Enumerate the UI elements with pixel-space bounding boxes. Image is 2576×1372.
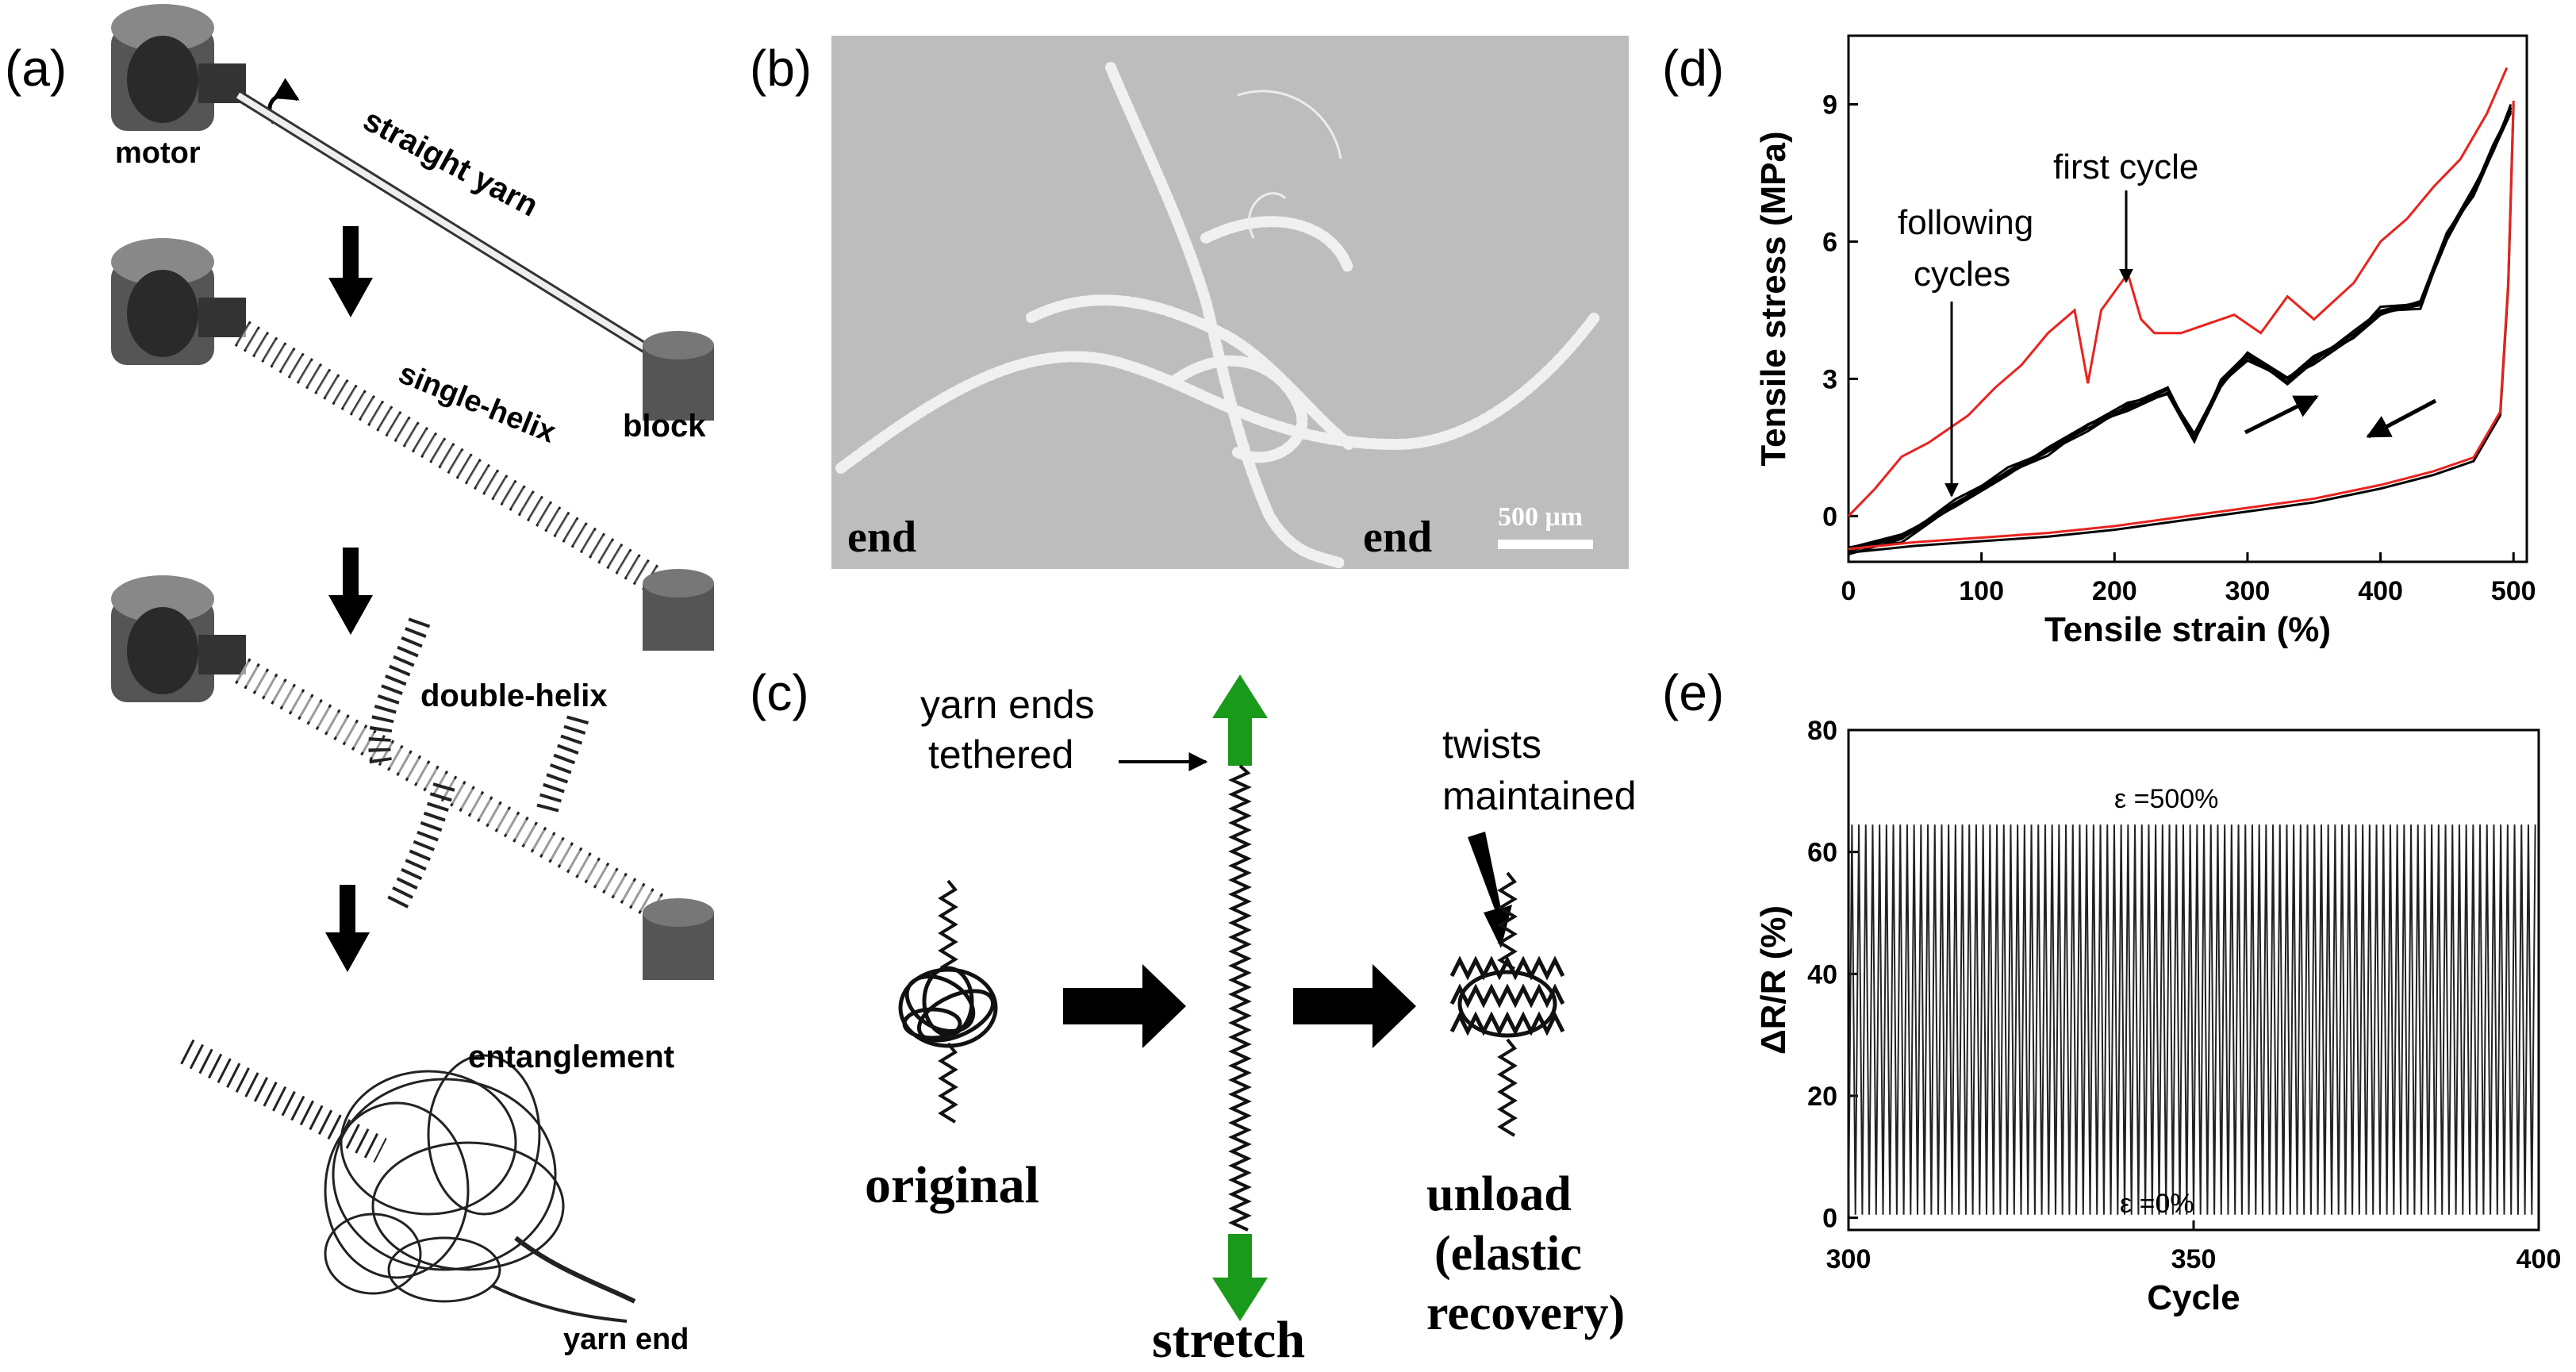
green-arrow-up <box>1212 674 1268 766</box>
unload-yarn-bottom <box>1497 1038 1518 1137</box>
resistance-series-line <box>1848 824 2536 1215</box>
panel-c: (c) yarn ends tethered original stretch … <box>750 664 1637 1369</box>
y-axis-label: Tensile stress (MPa) <box>1754 131 1793 466</box>
x-tick-label: 400 <box>2516 1244 2562 1274</box>
straight-yarn-label: straight yarn <box>358 102 544 224</box>
y-tick-label: 60 <box>1807 838 1837 868</box>
original-tangle <box>898 966 998 1048</box>
y-tick-label: 0 <box>1822 1204 1837 1234</box>
x-tick-label: 400 <box>2358 576 2403 606</box>
arrow-stretch-to-unload <box>1293 964 1416 1048</box>
original-yarn-bottom <box>938 1042 958 1124</box>
sem-scale-bar <box>1498 540 1593 549</box>
x-tick-label: 0 <box>1841 576 1856 606</box>
entanglement-drawing <box>180 1039 636 1323</box>
series-line-first-cycle-unloading <box>1848 100 2515 551</box>
x-axis-label: Cycle <box>2147 1278 2240 1317</box>
sem-fibers <box>1237 90 1342 239</box>
yarn-end-label: yarn end <box>563 1323 689 1356</box>
motor-stage-2 <box>111 238 246 365</box>
eps-low-label: ε =0% <box>2120 1189 2194 1219</box>
y-tick-label: 40 <box>1807 959 1837 990</box>
down-arrow-3 <box>325 885 370 972</box>
y-tick-label: 6 <box>1822 227 1837 257</box>
unload-line1: unload <box>1426 1167 1572 1221</box>
panel-b: (b) end end 500 μm <box>750 36 1629 569</box>
twists-line1: twists <box>1442 722 1541 767</box>
unload-line2: (elastic <box>1434 1227 1582 1281</box>
loading-direction-arrow <box>2244 394 2319 435</box>
x-tick-label: 200 <box>2092 576 2137 606</box>
stretched-yarn <box>1228 764 1252 1232</box>
unload-yarn-top <box>1497 871 1518 970</box>
block-label: block <box>623 409 706 444</box>
motor-stage-3 <box>111 575 246 702</box>
series-line-following-cycles <box>1848 112 2513 555</box>
green-arrow-down <box>1212 1234 1268 1321</box>
twists-line2: maintained <box>1442 774 1637 818</box>
plot-frame <box>1847 34 2528 563</box>
unload-tangle <box>1449 955 1565 1038</box>
y-tick-label: 9 <box>1822 90 1837 120</box>
y-tick-label: 80 <box>1807 716 1837 746</box>
unload-line3: recovery) <box>1426 1286 1625 1340</box>
block-2 <box>643 569 714 651</box>
y-tick-label: 20 <box>1807 1082 1837 1112</box>
x-tick-label: 300 <box>2225 576 2271 606</box>
entanglement-label: entanglement <box>468 1040 674 1074</box>
yarn-ends-line1: yarn ends <box>920 682 1095 727</box>
original-label: original <box>865 1156 1039 1214</box>
motor-label: motor <box>115 136 201 170</box>
panel-d-label: (d) <box>1662 40 1724 97</box>
motor-stage-1 <box>111 4 246 131</box>
sem-scale-bar-label: 500 μm <box>1498 502 1583 532</box>
sem-yarn-strands <box>835 62 1600 569</box>
sem-end-right: end <box>1363 513 1432 562</box>
panel-b-label: (b) <box>750 40 812 97</box>
x-axis-label: Tensile strain (%) <box>2044 610 2331 649</box>
down-arrow-2 <box>328 548 373 635</box>
block-3 <box>643 898 714 980</box>
x-tick-label: 350 <box>2171 1244 2217 1274</box>
stretch-label: stretch <box>1152 1311 1305 1369</box>
x-tick-label: 500 <box>2491 576 2536 606</box>
following-annotation-line1: following <box>1898 203 2033 242</box>
x-tick-label: 300 <box>1826 1244 1872 1274</box>
panel-c-label: (c) <box>750 664 809 721</box>
unloading-direction-arrow <box>2366 398 2437 439</box>
yarn-ends-line2: tethered <box>928 732 1073 777</box>
twists-arrow <box>1468 832 1512 948</box>
series-line-first-cycle <box>1847 67 2509 517</box>
sem-end-left: end <box>847 513 916 562</box>
eps-high-label: ε =500% <box>2114 784 2218 814</box>
sem-image <box>831 36 1629 569</box>
x-tick-label: 100 <box>1959 576 2004 606</box>
y-axis-label: ΔR/R (%) <box>1754 905 1793 1055</box>
double-helix-label: double-helix <box>420 678 608 713</box>
panel-e-label: (e) <box>1662 664 1724 721</box>
y-tick-label: 0 <box>1822 502 1837 532</box>
first-cycle-annotation: first cycle <box>2053 148 2198 186</box>
original-yarn-top <box>938 879 958 970</box>
series-line-unloading <box>1848 104 2515 554</box>
y-tick-label: 3 <box>1822 364 1837 394</box>
block-1 <box>643 331 714 421</box>
panel-a: (a) motor straight yarn block s <box>5 4 714 1356</box>
panel-a-label: (a) <box>5 40 67 97</box>
arrow-original-to-stretch <box>1063 964 1186 1048</box>
down-arrow-1 <box>328 226 373 317</box>
double-helix-loops <box>368 615 590 910</box>
following-annotation-line2: cycles <box>1914 255 2010 294</box>
